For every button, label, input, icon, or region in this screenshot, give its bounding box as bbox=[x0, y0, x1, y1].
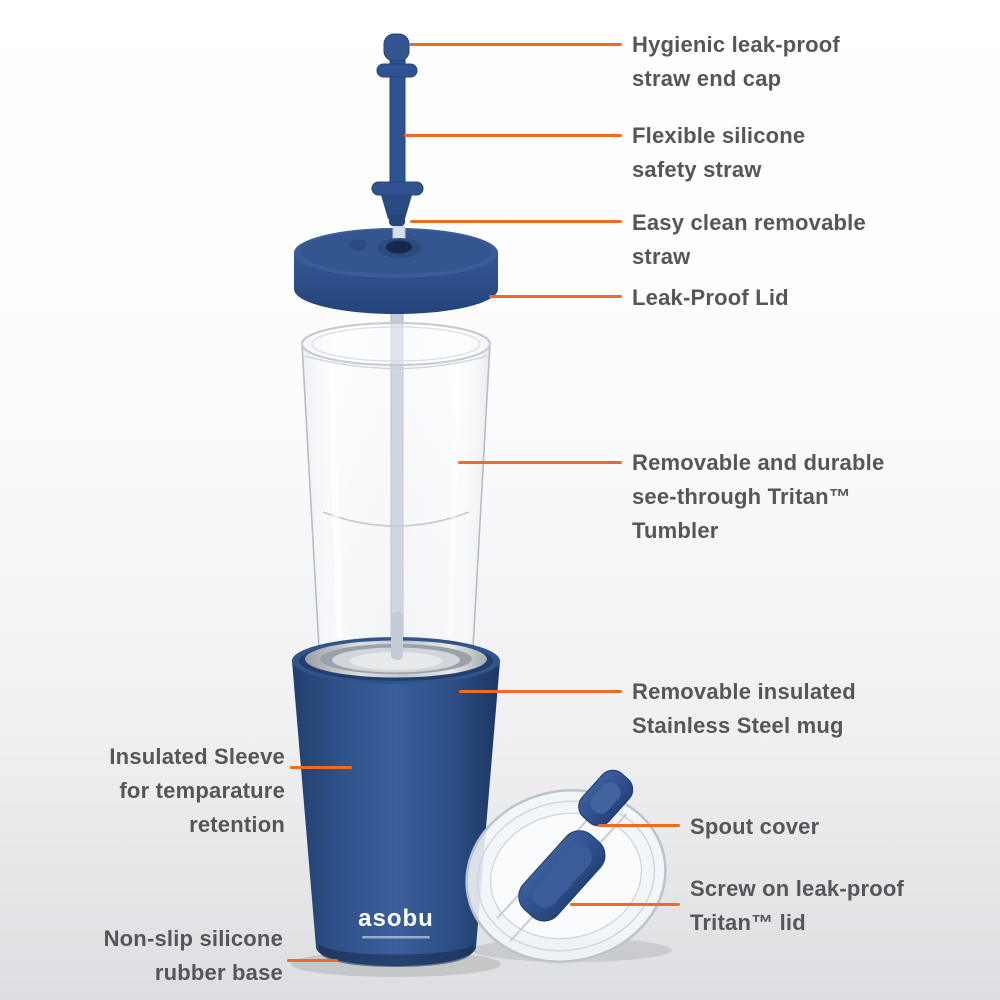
leak-proof-lid bbox=[294, 225, 498, 314]
leader-line-tritan-tumbler bbox=[458, 461, 622, 464]
leader-line-steel-mug bbox=[459, 690, 622, 693]
straw-end-cap bbox=[383, 33, 410, 62]
callout-label-tritan-tumbler: Removable and durable see-through Tritan… bbox=[632, 450, 885, 543]
callout-label-straw-end-cap: Hygienic leak-proof straw end cap bbox=[632, 32, 840, 91]
leader-line-insulated-sleeve bbox=[290, 766, 352, 769]
leader-line-tritan-lid bbox=[570, 903, 680, 906]
callout-label-tritan-lid: Screw on leak-proof Tritan™ lid bbox=[690, 876, 905, 935]
callout-label-leak-proof-lid: Leak-Proof Lid bbox=[632, 285, 789, 310]
callout-label-steel-mug: Removable insulated Stainless Steel mug bbox=[632, 679, 856, 738]
spout-cover bbox=[578, 769, 634, 827]
callout-label-insulated-sleeve: Insulated Sleeve for temparature retenti… bbox=[109, 744, 285, 837]
straw-tip-inner bbox=[391, 612, 403, 660]
brand-logo-text: asobu bbox=[358, 905, 434, 932]
leader-line-spout-cover bbox=[598, 824, 680, 827]
brand-logo: asobu bbox=[358, 905, 434, 939]
tritan-tumbler bbox=[301, 322, 491, 666]
callout-label-spout-cover: Spout cover bbox=[690, 814, 820, 839]
straw-ring bbox=[376, 63, 418, 78]
leader-line-safety-straw bbox=[404, 134, 622, 137]
straw-collar bbox=[371, 181, 424, 226]
leader-line-leak-proof-lid bbox=[489, 295, 622, 298]
silicone-straw bbox=[371, 33, 424, 226]
callout-label-removable-straw: Easy clean removable straw bbox=[632, 210, 866, 269]
lid-slider bbox=[518, 830, 606, 922]
rubber-base bbox=[318, 944, 474, 967]
leader-line-straw-end-cap bbox=[409, 43, 622, 46]
callout-label-rubber-base: Non-slip silicone rubber base bbox=[103, 926, 283, 985]
callout-label-safety-straw: Flexible silicone safety straw bbox=[632, 123, 806, 182]
tritan-lid bbox=[465, 769, 667, 963]
leader-line-removable-straw bbox=[410, 220, 622, 223]
leader-line-rubber-base bbox=[287, 959, 338, 962]
